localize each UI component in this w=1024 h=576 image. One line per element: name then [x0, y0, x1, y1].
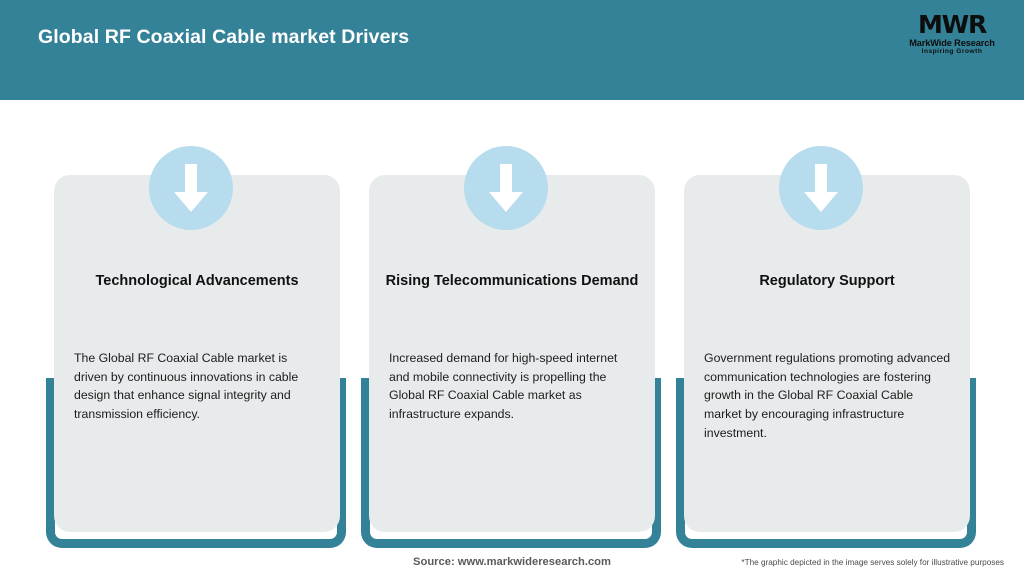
disclaimer-label: *The graphic depicted in the image serve…: [741, 558, 1004, 567]
logo-mark-text: MWR: [917, 9, 987, 39]
card-surface: Technological Advancements The Global RF…: [54, 175, 340, 532]
header-banner: Global RF Coaxial Cable market Drivers M…: [0, 0, 1024, 100]
card-surface: Regulatory Support Government regulation…: [684, 175, 970, 532]
brand-logo: MWR MarkWide Research Inspiring Growth: [898, 8, 1006, 60]
logo-tagline: Inspiring Growth: [921, 48, 983, 56]
card-body-text: The Global RF Coaxial Cable market is dr…: [74, 351, 299, 422]
card-surface: Rising Telecommunications Demand Increas…: [369, 175, 655, 532]
logo-company-name: MarkWide Research: [909, 37, 995, 48]
down-arrow-icon: [464, 146, 548, 230]
card-accent-frame: [361, 378, 661, 548]
card-title: Regulatory Support: [759, 273, 895, 289]
page-title: Global RF Coaxial Cable market Drivers: [38, 26, 410, 48]
card-body-text: Increased demand for high-speed internet…: [389, 351, 618, 422]
card-accent-frame: [46, 378, 346, 548]
driver-card: Regulatory Support Government regulation…: [676, 146, 998, 548]
down-arrow-icon: [149, 146, 233, 230]
source-label: Source: www.markwideresearch.com: [413, 556, 611, 568]
driver-card: Technological Advancements The Global RF…: [46, 146, 368, 548]
down-arrow-icon: [779, 146, 863, 230]
driver-card: Rising Telecommunications Demand Increas…: [361, 146, 683, 548]
card-body-text: Government regulations promoting advance…: [704, 351, 951, 440]
card-title: Technological Advancements: [95, 273, 299, 289]
card-title: Rising Telecommunications Demand: [385, 273, 639, 289]
card-accent-frame: [676, 378, 976, 548]
